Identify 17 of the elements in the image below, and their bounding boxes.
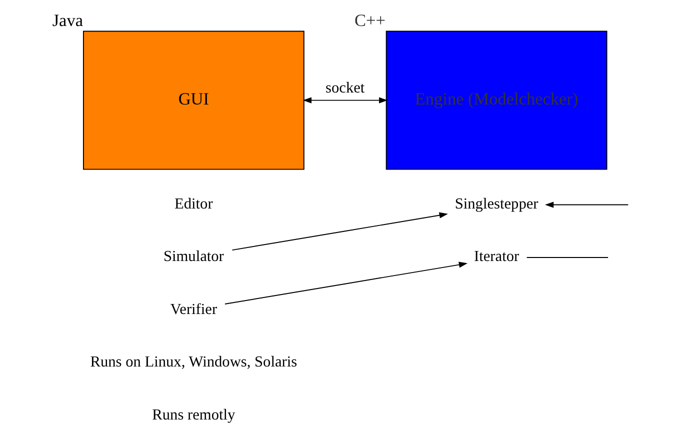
node-label: Java bbox=[52, 10, 82, 30]
arrow bbox=[544, 202, 628, 208]
node-box: Engine (Modelchecker) bbox=[385, 30, 607, 170]
node-text: Editor bbox=[174, 195, 212, 212]
arrow bbox=[231, 212, 448, 251]
edge-label: socket bbox=[325, 79, 364, 96]
node-text: Iterator bbox=[474, 248, 519, 266]
node-label: C++ bbox=[354, 10, 386, 30]
arrow bbox=[302, 97, 388, 104]
label: Runs on Linux, Windows, Solaris bbox=[90, 354, 297, 371]
arrow bbox=[224, 262, 468, 304]
node-text: Singlestepper bbox=[454, 195, 538, 212]
connector bbox=[526, 257, 608, 258]
node-box: GUI bbox=[82, 30, 304, 170]
node-text: Simulator bbox=[162, 248, 224, 266]
label: Runs remotly bbox=[152, 406, 235, 424]
node-text: Verifier bbox=[170, 300, 217, 318]
